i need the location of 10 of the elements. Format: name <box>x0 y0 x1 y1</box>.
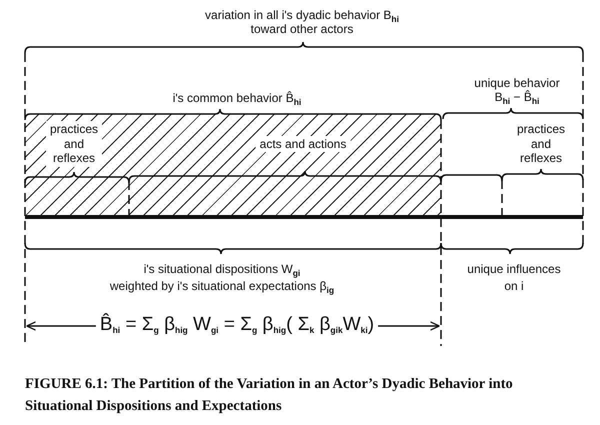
hatched-region <box>25 114 441 218</box>
practices-label: practices and reflexes <box>516 122 566 166</box>
dispositions-label: i's situational dispositions W$_{gi}$ weighted by i's situational expectations β$_{ig}$ <box>110 261 334 294</box>
practices-label: practices and reflexes <box>46 121 102 166</box>
total-variation-label: variation in all i's dyadic behavior B$_{hi}$ toward other actors <box>205 9 399 36</box>
unique-influences-label: unique influences on i <box>467 261 561 294</box>
acts-label: acts and actions <box>256 136 350 152</box>
figure-caption: FIGURE 6.1: The Partition of the Variation in an Actor’s Dyadic Behavior into Situational Dispositions and Expectations <box>25 375 513 416</box>
formula: B̂$_{hi}$ = Σ$_{g}$ β$_{hig}$ W$_{gi}$ = Σ$_{g}$ β$_{hig}$( Σ$_{k}$ β$_{gik}$W$_{ki}$) <box>100 314 374 336</box>
unique-behavior-label: unique behavior B$_{hi}$ − B̂$_{hi}$ <box>474 77 560 104</box>
